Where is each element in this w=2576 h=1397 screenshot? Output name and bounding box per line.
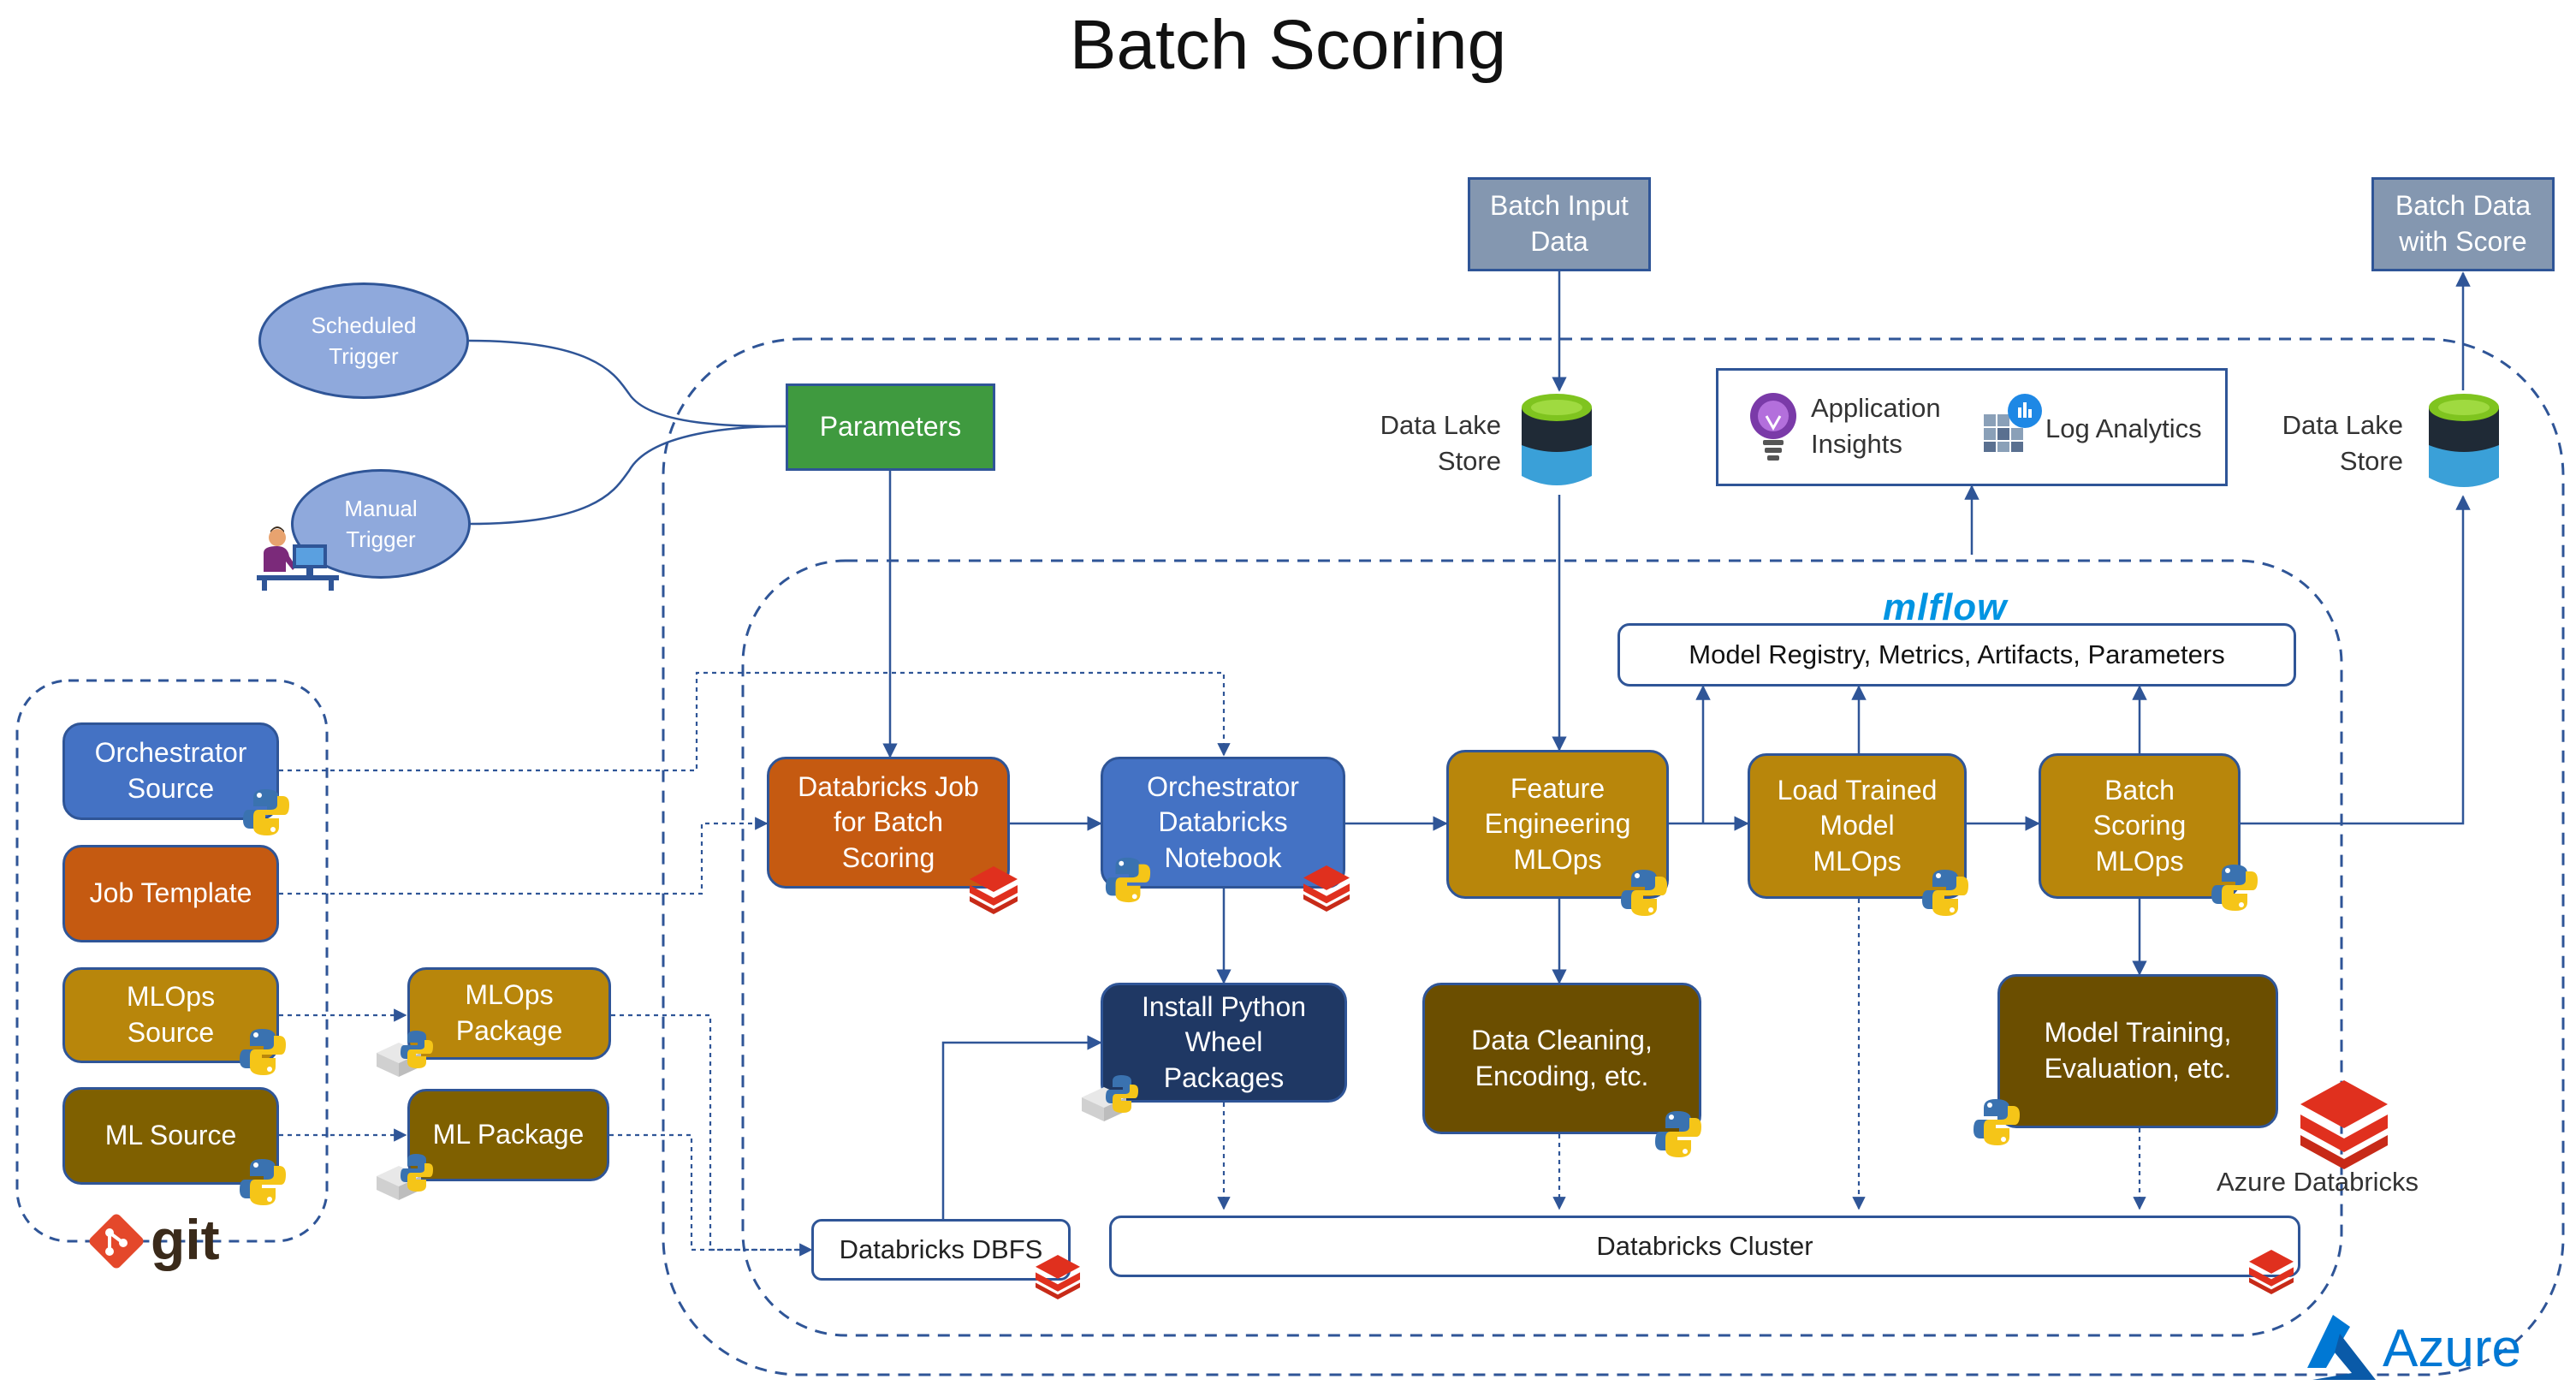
databricks-boundary [741,559,2343,1337]
mlops-source: MLOps Source [62,967,279,1063]
ml-package: ML Package [407,1089,609,1181]
databricks-cluster-box: Databricks Cluster [1109,1216,2300,1277]
application-insights-icon [1748,390,1799,464]
data-lake-icon [1518,390,1595,495]
orchestrator-source: Orchestrator Source [62,722,279,820]
databricks-icon [1034,1255,1082,1299]
load-trained-model-box: Load Trained Model MLOps [1748,753,1967,899]
batch-scoring-mlops-box: Batch Scoring MLOps [2039,753,2241,899]
databricks-dbfs-box: Databricks DBFS [811,1219,1071,1281]
mlflow-logo: mlflow [1883,586,2008,628]
model-registry-box: Model Registry, Metrics, Artifacts, Para… [1617,623,2296,687]
python-icon [238,1027,288,1077]
log-analytics-icon [1982,392,2042,452]
python-icon [2210,863,2259,913]
install-python-wheel-box: Install Python Wheel Packages [1101,983,1347,1103]
batch-input-data: Batch Input Data [1468,177,1651,271]
batch-output-data: Batch Data with Score [2371,177,2555,271]
python-package-icon [1078,1072,1142,1123]
job-template: Job Template [62,845,279,942]
databricks-icon [2247,1250,2295,1294]
data-lake-left-label: Data Lake Store [1380,410,1501,476]
python-icon [1619,868,1669,918]
application-insights-label: Application Insights [1811,393,1941,459]
mlops-package: MLOps Package [407,967,611,1060]
scheduled-trigger: Scheduled Trigger [258,282,469,399]
databricks-icon [969,866,1018,914]
parameters-box: Parameters [786,383,995,471]
python-icon [241,788,291,837]
databricks-icon [1303,865,1350,913]
azure-icon [2302,1315,2381,1380]
python-package-icon [373,1150,436,1202]
databricks-icon [2299,1080,2389,1169]
data-cleaning-box: Data Cleaning, Encoding, etc. [1422,983,1701,1134]
model-training-box: Model Training, Evaluation, etc. [1997,974,2278,1128]
ml-source: ML Source [62,1087,279,1185]
python-icon [1104,856,1152,904]
data-lake-right-label: Data Lake Store [2282,410,2403,476]
python-icon [238,1157,288,1207]
python-icon [1972,1097,2021,1147]
azure-logo-text: Azure [2383,1319,2521,1378]
python-package-icon [373,1027,436,1079]
python-icon [1653,1109,1703,1159]
azure-boundary [662,337,2565,1376]
git-icon [84,1209,149,1274]
feature-engineering-box: Feature Engineering MLOps [1446,750,1669,899]
user-at-computer-icon [253,522,342,591]
monitoring-panel [1716,368,2228,486]
data-lake-icon [2425,390,2502,496]
log-analytics-label: Log Analytics [2045,413,2202,443]
diagram-title: Batch Scoring [1069,6,1507,84]
git-logo-text: git [151,1208,220,1271]
azure-databricks-label: Azure Databricks [2217,1167,2419,1197]
databricks-job-box: Databricks Job for Batch Scoring [767,757,1010,889]
python-icon [1920,868,1970,918]
